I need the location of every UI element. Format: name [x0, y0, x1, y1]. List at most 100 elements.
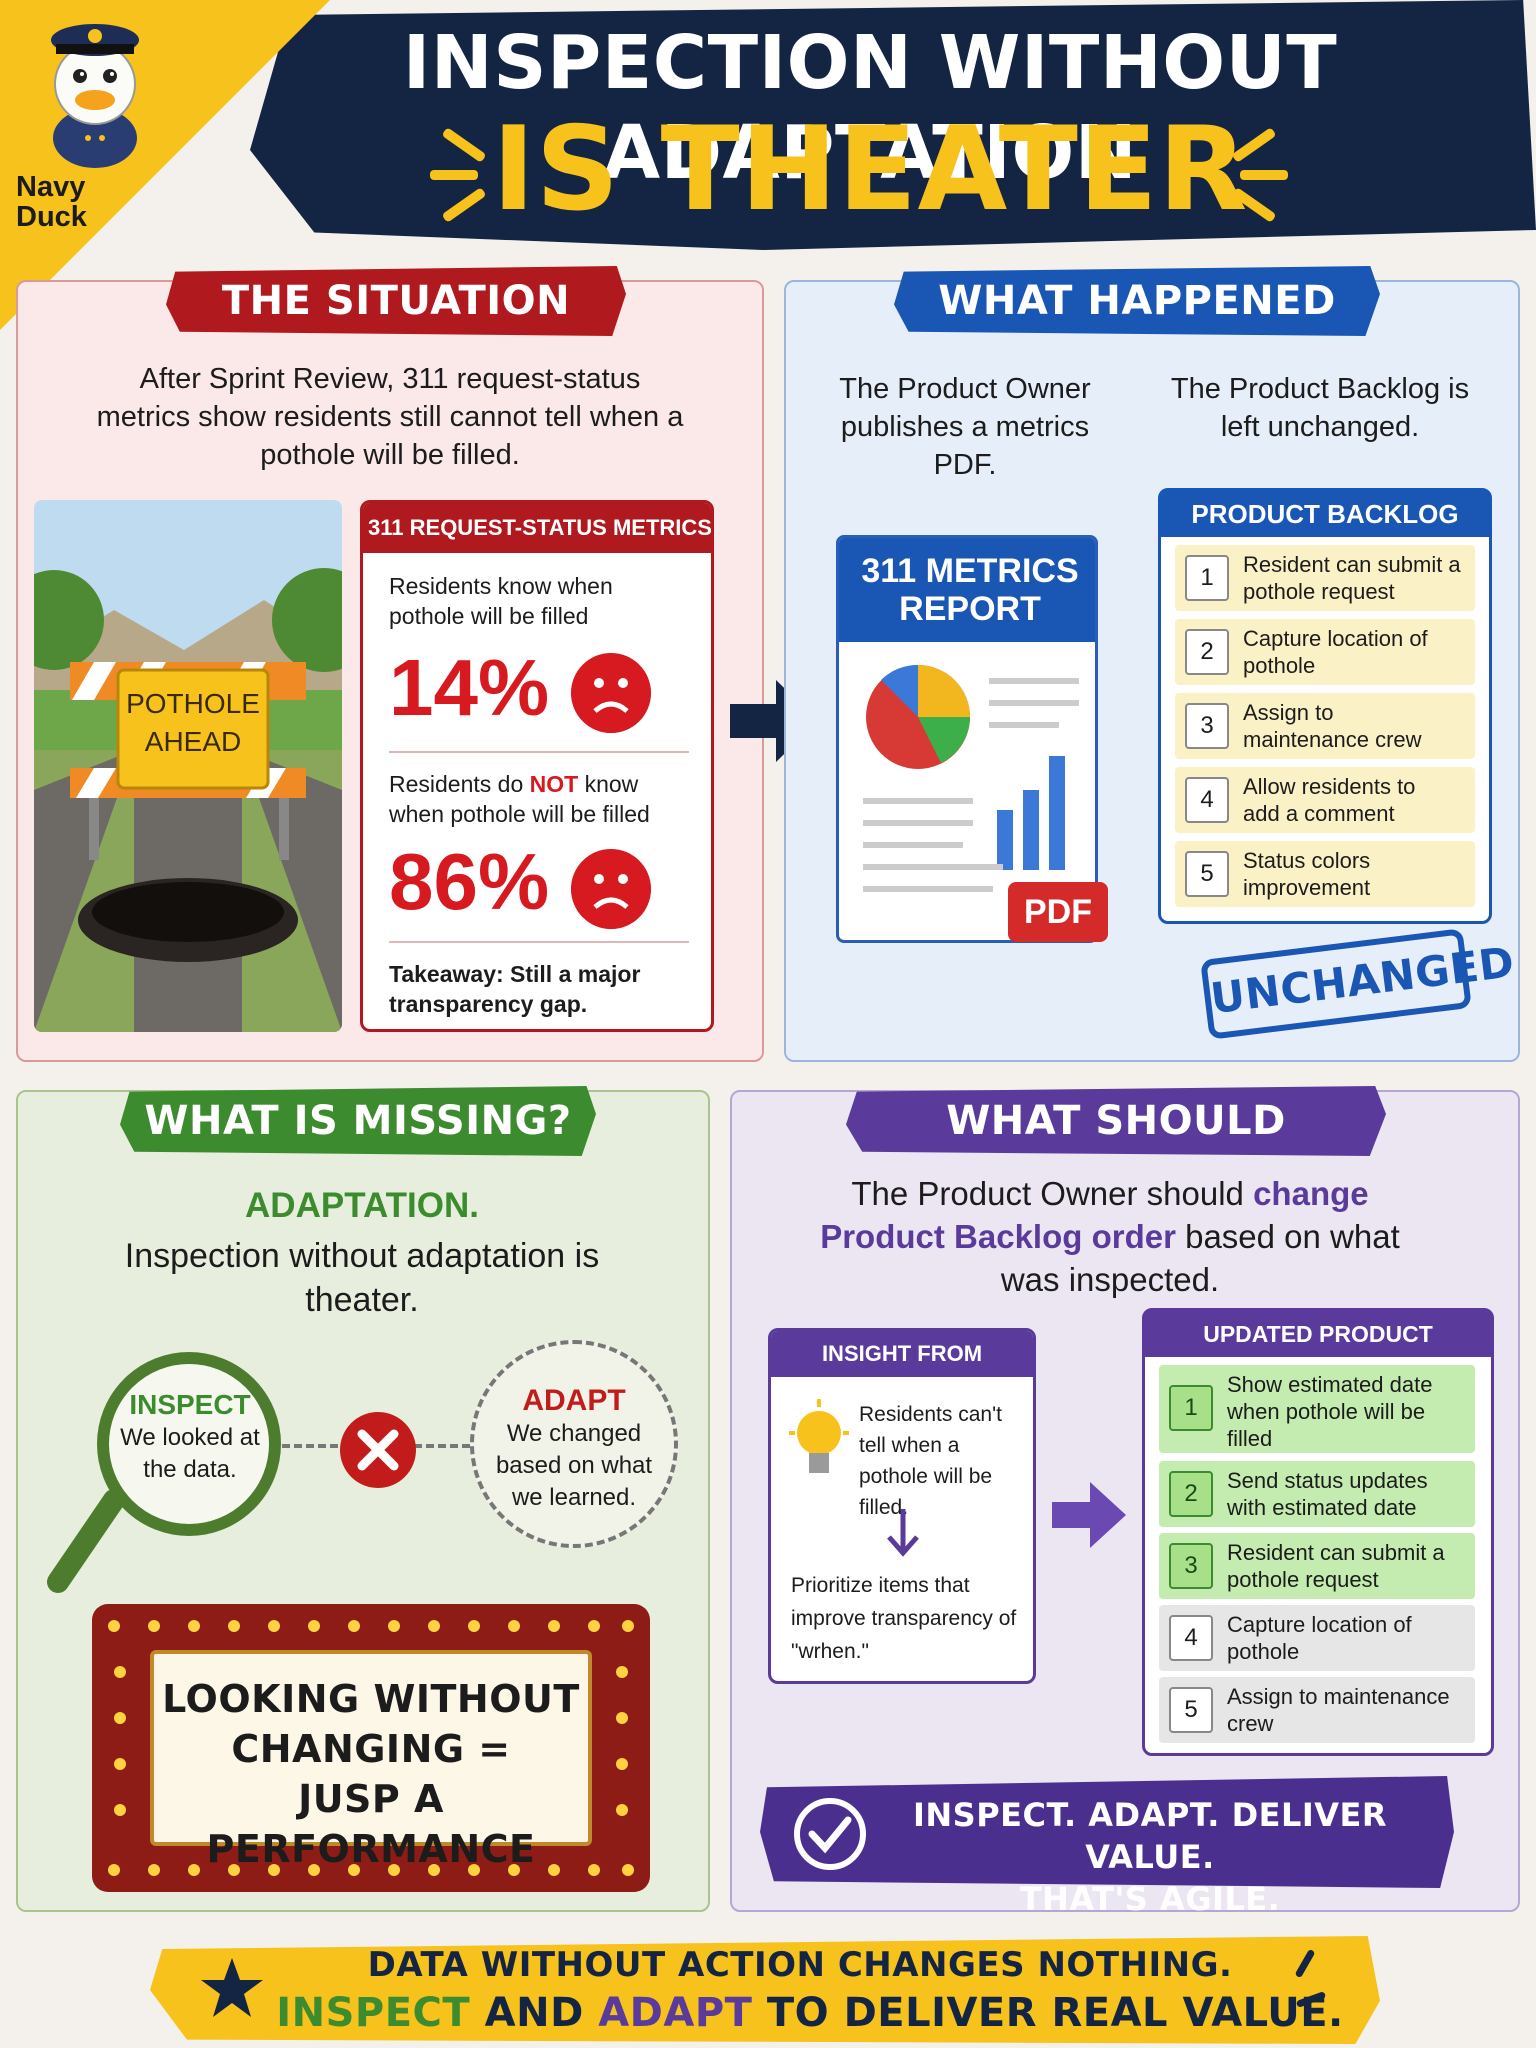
what-happened-banner: WHAT HAPPENED — [894, 266, 1380, 336]
sad-face-icon — [571, 849, 651, 929]
adapt-circle — [470, 1340, 678, 1548]
arrow-down-icon — [887, 1509, 919, 1557]
pothole-sign-line2: AHEAD — [144, 726, 242, 757]
metrics-card-title: 311 REQUEST-STATUS METRICS — [363, 503, 711, 553]
footer-line1: DATA WITHOUT ACTION CHANGES NOTHING. — [367, 1945, 1233, 1985]
agile-callout-line2: THAT'S AGILE. — [1019, 1880, 1281, 1918]
pdf-text-line — [989, 700, 1079, 706]
agile-callout — [760, 1776, 1454, 1888]
footer-banner — [150, 1936, 1380, 2044]
checkmark-icon — [794, 1798, 866, 1870]
backlog-item-number: 5 — [1185, 851, 1229, 897]
situation-banner: THE SITUATION — [166, 266, 626, 336]
backlog-item-number: 2 — [1185, 629, 1229, 675]
spark-ray-icon — [1240, 170, 1288, 180]
magnifier-icon — [47, 1352, 281, 1593]
marquee-line2: CHANGING = — [231, 1727, 511, 1771]
pdf-text-line — [863, 798, 973, 804]
inspect-text: We looked at the data. — [120, 1424, 260, 1483]
backlog-item: 2 Capture location of pothole — [1175, 619, 1475, 685]
brand-name-line1: Navy — [16, 171, 86, 203]
lightbulb-icon — [789, 1399, 849, 1473]
po-text: The Product Owner publishes a metrics PD… — [839, 373, 1091, 481]
title-line2: IS THEATER — [492, 102, 1248, 237]
updated-backlog-item: 1 Show estimated date when pothole will … — [1159, 1365, 1475, 1453]
agile-callout-text: INSPECT. ADAPT. DELIVER VALUE. THAT'S AG… — [870, 1794, 1430, 1920]
footer-line2: INSPECT AND ADAPT TO DELIVER REAL VALUE. — [276, 1990, 1344, 2036]
pdf-title: 311 METRICS REPORT — [839, 538, 1095, 642]
backlog-item-number: 4 — [1169, 1615, 1213, 1661]
product-backlog-title: PRODUCT BACKLOG — [1161, 491, 1489, 537]
know-label: Residents know when pothole will be fill… — [389, 573, 613, 629]
backlog-item: 5 Status colors improvement — [1175, 841, 1475, 907]
pdf-text-line — [863, 842, 963, 848]
backlog-item-text: Show estimated date when pothole will be… — [1227, 1372, 1433, 1451]
backlog-item-number: 2 — [1169, 1471, 1213, 1517]
sad-face-icon — [571, 653, 651, 733]
adapt-title: ADAPT — [522, 1384, 626, 1417]
backlog-item-text: Resident can submit a pothole request — [1243, 552, 1461, 604]
marquee-line1: LOOKING WITHOUT — [162, 1677, 580, 1721]
spark-ray-icon — [430, 170, 478, 180]
not-know-label: Residents do NOT know when pothole will … — [389, 771, 650, 827]
adaptation-headline: ADAPTATION. — [245, 1186, 479, 1225]
brand-name-line2: Duck — [16, 201, 87, 233]
pie-chart-icon — [866, 664, 970, 769]
pdf-text-line — [863, 886, 993, 892]
inspect-block: INSPECT We looked at the data. — [108, 1388, 272, 1486]
what-should-happen-banner: WHAT SHOULD HAPPEN? — [846, 1086, 1386, 1156]
takeaway-text: Takeaway: Still a major transparency gap… — [389, 961, 641, 1017]
pdf-text-line — [989, 722, 1059, 728]
missing-body: Inspection without adaptation is theater… — [124, 1237, 600, 1319]
metrics-divider — [389, 941, 689, 943]
backlog-item-number: 3 — [1169, 1543, 1213, 1589]
not-know-percent: 86% — [389, 837, 550, 926]
backlog-item-number: 1 — [1169, 1385, 1213, 1431]
star-icon — [201, 1958, 263, 2017]
insight-title: INSIGHT FROM METRICS — [771, 1331, 1033, 1412]
updated-backlog-item: 3 Resident can submit a pothole request — [1159, 1533, 1475, 1599]
backlog-item: 3 Assign to maintenance crew — [1175, 693, 1475, 759]
backlog-item: 4 Allow residents to add a comment — [1175, 767, 1475, 833]
updated-backlog-item: 5 Assign to maintenance crew — [1159, 1677, 1475, 1743]
agile-callout-line1: INSPECT. ADAPT. DELIVER VALUE. — [912, 1796, 1388, 1876]
red-x-icon — [340, 1412, 416, 1488]
backlog-item-number: 3 — [1185, 703, 1229, 749]
backlog-item-number: 5 — [1169, 1687, 1213, 1733]
backlog-item-text: Allow residents to add a comment — [1243, 774, 1416, 826]
backlog-item: 1 Resident can submit a pothole request — [1175, 545, 1475, 611]
updated-backlog-title: UPDATED PRODUCT BACKLOG — [1145, 1311, 1491, 1393]
backlog-item-text: Capture location of pothole — [1227, 1612, 1412, 1664]
backlog-item-text: Status colors improvement — [1243, 848, 1371, 900]
backlog-item-number: 4 — [1185, 777, 1229, 823]
bar-chart-icon — [997, 756, 1065, 870]
brand-name: Navy Duck — [16, 172, 87, 232]
updated-backlog-item: 4 Capture location of pothole — [1159, 1605, 1475, 1671]
backlog-item-text: Assign to maintenance crew — [1243, 700, 1422, 752]
should-intro: The Product Owner should change Product … — [820, 1175, 1400, 1298]
pothole-sign: POTHOLE AHEAD — [118, 685, 268, 761]
updated-backlog-card: UPDATED PRODUCT BACKLOG 1 Show estimated… — [1142, 1308, 1494, 1756]
metrics-divider — [389, 751, 689, 753]
inspect-title: INSPECT — [129, 1389, 251, 1420]
insight-text: Residents can't tell when a pothole will… — [859, 1403, 1002, 1519]
pothole-sign-line1: POTHOLE — [126, 688, 260, 719]
marquee-sign: LOOKING WITHOUT CHANGING = JUSP A PERFOR… — [150, 1650, 592, 1871]
pdf-text-line — [863, 864, 1003, 870]
insight-card: INSIGHT FROM METRICS Residents can't tel… — [768, 1328, 1036, 1684]
arrow-right-icon — [1052, 1482, 1126, 1548]
backlog-left-text: The Product Backlog is left unchanged. — [1170, 373, 1470, 443]
backlog-item-text: Assign to maintenance crew — [1227, 1684, 1450, 1736]
backlog-item-text: Resident can submit a pothole request — [1227, 1540, 1445, 1592]
adapt-block: ADAPT We changed based on what we learne… — [480, 1384, 668, 1514]
know-percent: 14% — [389, 643, 550, 732]
backlog-item-number: 1 — [1185, 555, 1229, 601]
updated-backlog-item: 2 Send status updates with estimated dat… — [1159, 1461, 1475, 1527]
what-is-missing-banner: WHAT IS MISSING? — [120, 1086, 596, 1156]
product-backlog-card: PRODUCT BACKLOG 1 Resident can submit a … — [1158, 488, 1492, 924]
pothole-illustration: POTHOLE AHEAD — [34, 500, 342, 1032]
title-line1: INSPECTION WITHOUT ADAPTATION — [402, 20, 1338, 196]
navy-duck-mascot-icon — [51, 24, 139, 168]
pdf-text-line — [863, 820, 973, 826]
backlog-item-text: Send status updates with estimated date — [1227, 1468, 1428, 1520]
